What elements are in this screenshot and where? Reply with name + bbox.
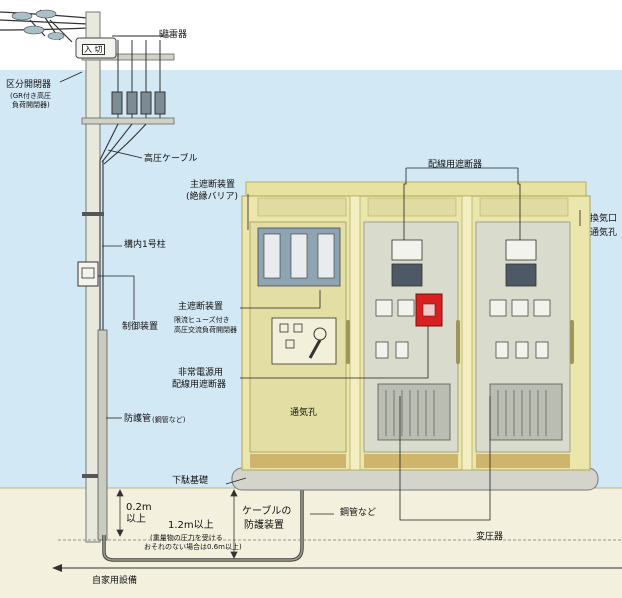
- section-switch-sub1: (GR付き高圧: [10, 92, 52, 100]
- steel-pipe-label: 鋼管など: [340, 508, 377, 518]
- foundation-base: [231, 467, 599, 491]
- lightning-arrester-label: 避雷器: [160, 30, 188, 40]
- vent-right-label: 換気口: [590, 214, 618, 224]
- section-switch-label: 区分開閉器: [6, 80, 52, 90]
- crossarm-lower: [81, 117, 175, 125]
- panel-meter-1: [391, 239, 423, 287]
- pole-no1-label: 構内1号柱: [124, 240, 166, 250]
- switch-in-out-label: 入 切: [82, 44, 105, 55]
- transformer-2: [489, 383, 563, 441]
- private-facility-label: 自家用設備: [92, 576, 138, 586]
- wiring-breakers-1: [375, 299, 415, 359]
- depth-label-2: 以上: [126, 514, 146, 525]
- cable-protect-sub: 防護装置: [244, 520, 284, 531]
- cable-protect-label: ケーブルの: [242, 506, 292, 517]
- vent-hole-label: 通気孔: [290, 408, 318, 418]
- depth-label-3: 1.2m以上: [168, 520, 214, 531]
- protective-pipe-label: 防護管: [124, 414, 152, 424]
- transformer-1: [377, 383, 451, 441]
- transformer-label: 変圧器: [476, 532, 504, 542]
- protective-pipe: [97, 329, 108, 541]
- protective-pipe-sub: (鋼管など): [152, 416, 186, 424]
- main-breaker-top-label: 主遮断装置: [190, 180, 236, 190]
- control-device-box: [77, 261, 99, 287]
- fuse-note-2: 高圧交流負荷開閉器: [174, 326, 237, 334]
- arrow-left-icon: [52, 564, 62, 572]
- depth-note-1: (重量物の圧力を受ける: [150, 534, 223, 542]
- leader-lines: [59, 30, 581, 521]
- insulator-cluster: [11, 9, 65, 40]
- control-device-label: 制御装置: [122, 322, 159, 332]
- panel-meter-2: [505, 239, 537, 287]
- wiring-breaker-label: 配線用遮断器: [428, 160, 483, 170]
- fuse-note-1: 限流ヒューズ付き: [174, 316, 230, 324]
- depth-note-2: おそれのない場合は0.6m以上): [144, 543, 242, 551]
- wiring-breakers-2: [489, 299, 551, 359]
- operation-panel: [271, 317, 337, 365]
- vent-right-sub: 通気孔: [590, 228, 618, 238]
- main-breaker-top-sub: (絶縁バリア): [186, 192, 239, 202]
- foundation-label: 下駄基礎: [172, 476, 209, 486]
- depth-label-1: 0.2m: [126, 502, 152, 513]
- emergency-breaker-sub: 配線用遮断器: [172, 380, 227, 390]
- section-switch-sub2: 負荷開閉器): [12, 101, 50, 109]
- depth-dimensions: [116, 489, 238, 559]
- pole-band: [82, 474, 104, 478]
- pole-band: [82, 212, 104, 216]
- main-breaker-mid-label: 主遮断装置: [178, 302, 224, 312]
- hv-cable-label: 高圧ケーブル: [144, 154, 198, 164]
- emergency-breaker-label: 非常電源用: [178, 368, 224, 378]
- load-break-switch: [257, 227, 341, 287]
